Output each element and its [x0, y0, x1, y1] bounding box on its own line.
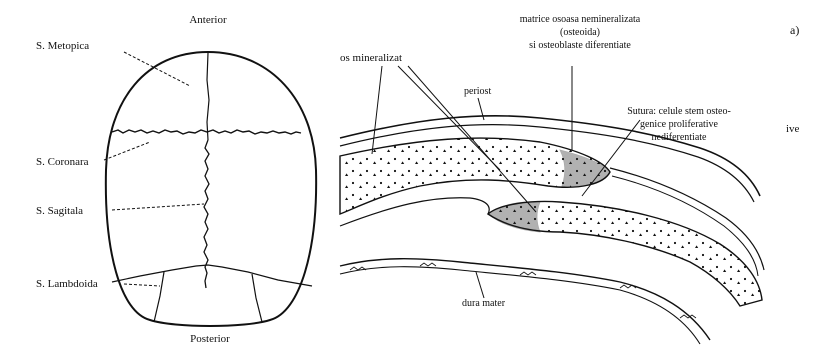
lambdoid-suture: [112, 265, 312, 286]
anterior-label: Anterior: [176, 14, 240, 26]
posterior-label: Posterior: [176, 333, 244, 345]
osteoid-label-line2: (osteoida): [500, 27, 660, 39]
osteoid-label-line3: si osteoblaste diferentiate: [500, 40, 660, 52]
sagittal-suture-label: S. Sagitala: [36, 205, 83, 217]
osteoid-label-line1: matrice osoasa nemineralizata: [500, 14, 660, 26]
coronal-suture-label: S. Coronara: [36, 156, 89, 168]
suture-cells-label-line2: genice proliferative: [604, 119, 754, 131]
dura-mater-label: dura mater: [462, 298, 505, 310]
suture-cells-label-line3: nediferentiate: [604, 132, 754, 144]
panel-label: a): [790, 24, 799, 36]
suture-cells-label-line1: Sutura: celule stem osteo-: [604, 106, 754, 118]
suture-section: [340, 116, 764, 344]
lambdoid-branch-right: [252, 274, 262, 322]
skull-leader-lines: [104, 52, 204, 286]
skull-diagram: [106, 52, 316, 326]
lambdoid-branch-left: [154, 272, 164, 322]
lambdoid-suture-label: S. Lambdoida: [36, 278, 98, 290]
mineralized-bone-label: os mineralizat: [340, 52, 402, 64]
periosteum-label: periost: [464, 86, 491, 98]
lower-osteoid-tip: [488, 202, 540, 232]
dura-mater-lower: [340, 267, 700, 344]
skull-outline: [106, 52, 316, 326]
cropped-text-fragment: ive: [786, 123, 799, 135]
metopic-suture: [207, 53, 209, 140]
coronal-suture: [112, 130, 301, 134]
dura-mater-fringe: [350, 263, 696, 318]
metopic-suture-label: S. Metopica: [36, 40, 89, 52]
dura-mater-upper: [340, 259, 710, 340]
